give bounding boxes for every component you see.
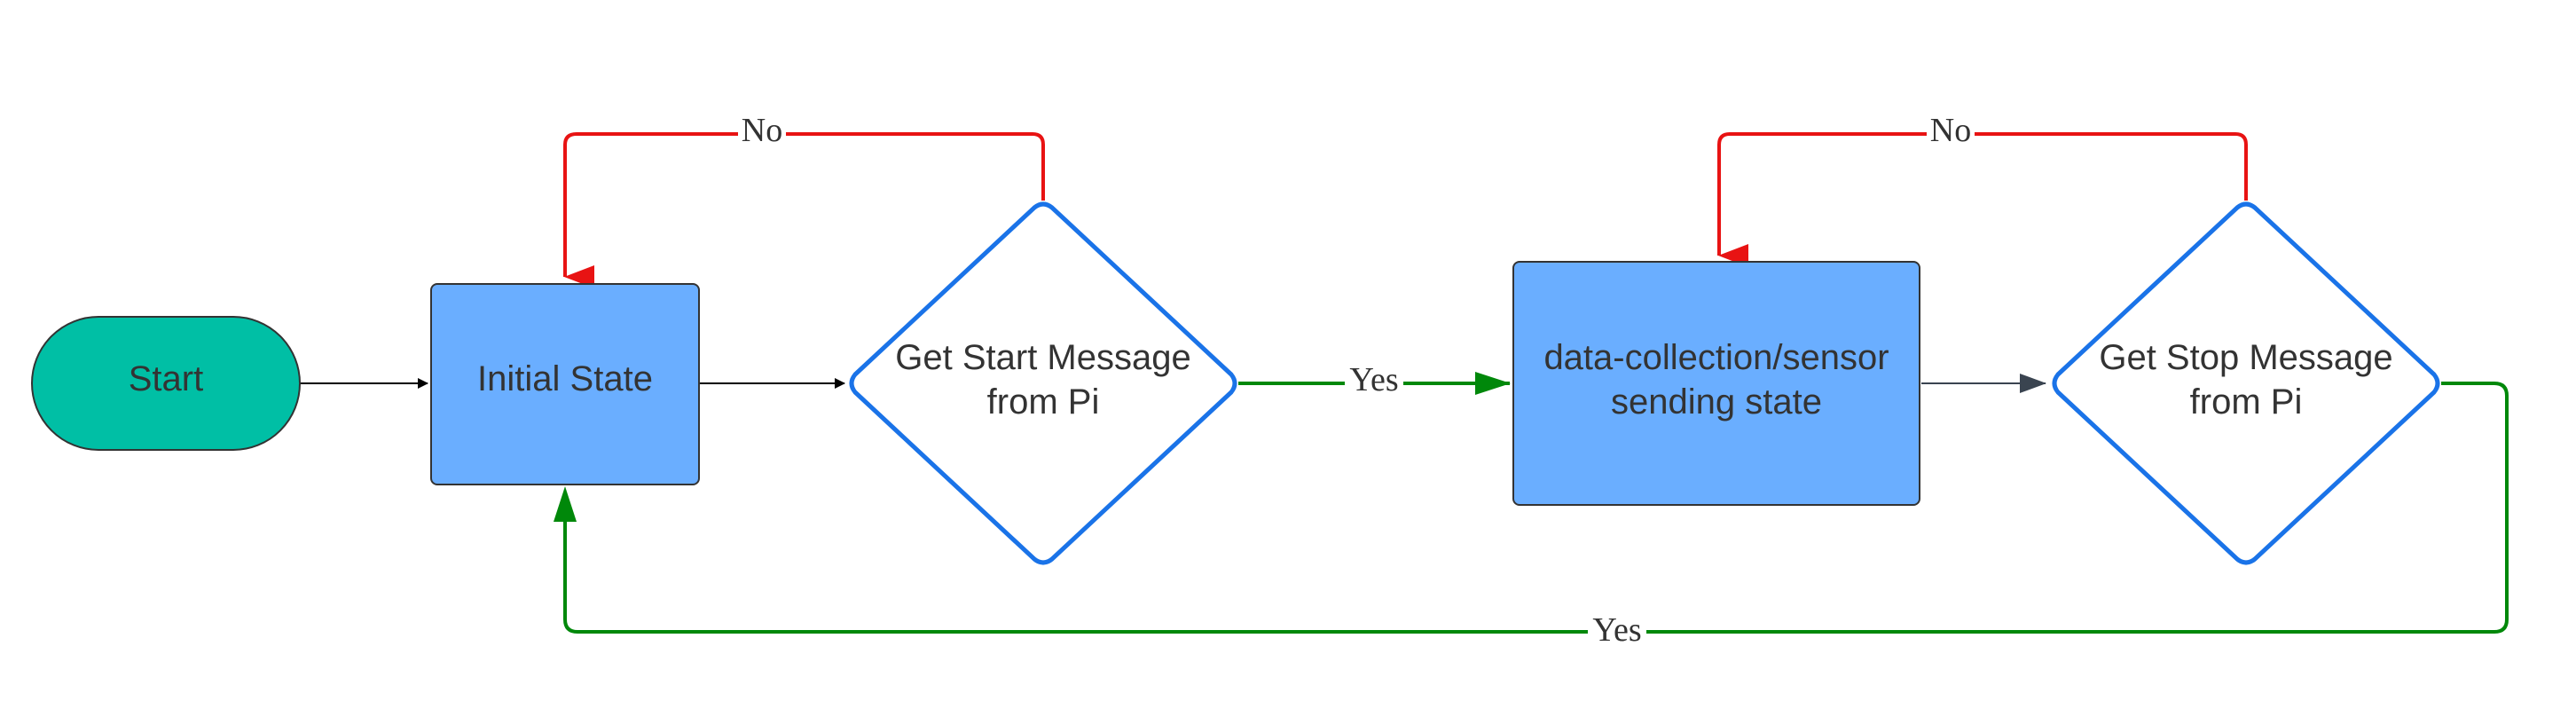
start-decision-line2: from Pi [987,382,1100,422]
svg-text:Yes: Yes [1592,611,1641,649]
edge-stop-decision-no [1717,132,2248,267]
start-node[interactable]: Start [31,316,301,451]
data-state-line2: sending state [1611,382,1822,422]
data-state-line1: data-collection/sensor [1543,338,1889,377]
start-label: Start [129,359,203,398]
stop-decision-line2: from Pi [2190,382,2303,422]
start-message-decision[interactable]: Get Start Message from Pi [849,201,1237,565]
stop-decision-line1: Get Stop Message [2099,338,2392,377]
label-stop-no: No [1927,111,1975,150]
label-start-no: No [738,111,786,150]
start-decision-line1: Get Start Message [895,338,1190,377]
svg-text:No: No [1930,112,1971,149]
svg-text:Yes: Yes [1349,361,1398,398]
data-collection-node[interactable]: data-collection/sensor sending state [1512,261,1920,506]
initial-state-node[interactable]: Initial State [430,283,700,485]
edge-yes-arrowhead [554,486,577,522]
stop-message-decision[interactable]: Get Stop Message from Pi [2052,201,2440,565]
label-stop-yes: Yes [1588,611,1646,651]
initial-state-label: Initial State [477,359,653,398]
svg-text:No: No [742,112,782,149]
label-start-yes: Yes [1345,361,1403,403]
edge-start-decision-no [563,132,1045,288]
edge-stop-decision-yes [563,382,2509,634]
